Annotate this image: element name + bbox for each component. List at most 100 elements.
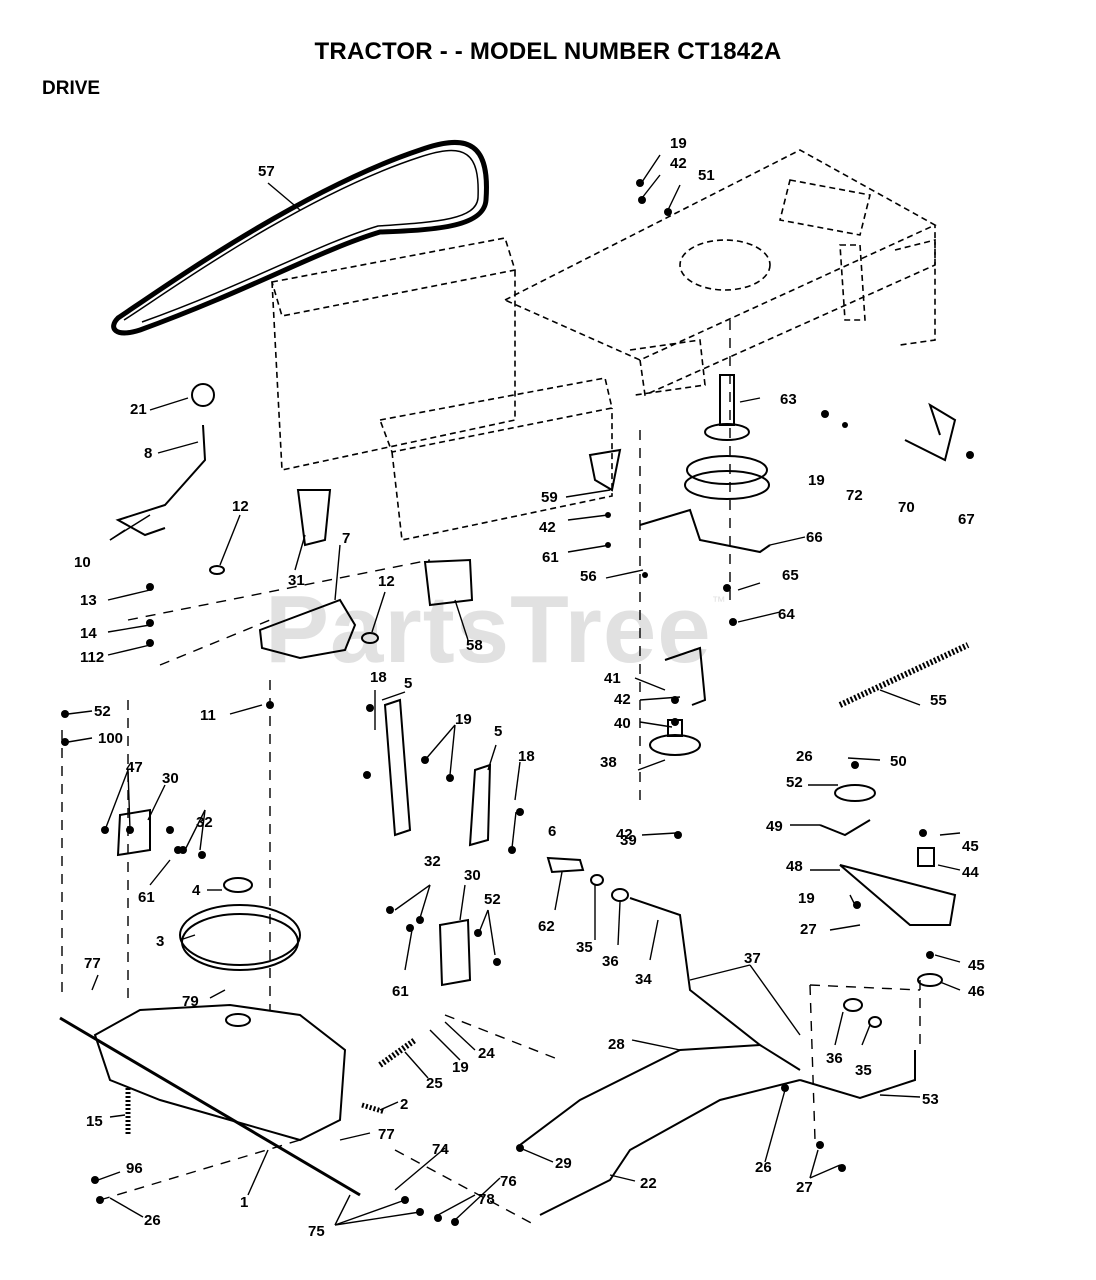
callout-32: 32 [424, 853, 441, 870]
bracket-49 [819, 819, 871, 837]
page-title: TRACTOR - - MODEL NUMBER CT1842A [314, 38, 782, 65]
callout-51: 51 [698, 167, 715, 184]
callout-12: 12 [378, 573, 395, 590]
ring-4 [223, 877, 253, 893]
callout-45: 45 [962, 838, 979, 855]
bracket-5b [468, 763, 492, 847]
callout-42: 42 [616, 826, 633, 843]
callout-61: 61 [138, 889, 155, 906]
callout-72: 72 [846, 487, 863, 504]
callout-50: 50 [890, 753, 907, 770]
callout-19: 19 [798, 890, 815, 907]
rod-70 [904, 402, 957, 462]
callout-46: 46 [968, 983, 985, 1000]
bushing-44 [917, 847, 935, 867]
callout-57: 57 [258, 163, 275, 180]
bracket-5a [383, 698, 412, 837]
callout-76: 76 [500, 1173, 517, 1190]
callout-5: 5 [494, 723, 502, 740]
bracket-59 [588, 448, 622, 492]
callout-27: 27 [800, 921, 817, 938]
callout-22: 22 [640, 1175, 657, 1192]
callout-65: 65 [782, 567, 799, 584]
callout-26: 26 [755, 1159, 772, 1176]
callout-15: 15 [86, 1113, 103, 1130]
callout-96: 96 [126, 1160, 143, 1177]
pulley-3 [179, 904, 301, 966]
callout-41: 41 [604, 670, 621, 687]
washer-12b [361, 632, 379, 644]
rod-28 [519, 1044, 761, 1146]
callout-37: 37 [744, 950, 761, 967]
rod-22 [539, 1079, 801, 1216]
callout-25: 25 [426, 1075, 443, 1092]
parts-tree-watermark: PartsTree™ [265, 575, 727, 685]
callout-48: 48 [786, 858, 803, 875]
bracket-41 [664, 646, 707, 706]
callout-35: 35 [576, 939, 593, 956]
callout-11: 11 [200, 707, 216, 724]
transaxle [93, 1003, 347, 1142]
callout-112: 112 [80, 649, 104, 666]
callout-56: 56 [580, 568, 597, 585]
callout-19: 19 [452, 1059, 469, 1076]
callout-77: 77 [84, 955, 101, 972]
callout-42: 42 [614, 691, 631, 708]
callout-35: 35 [855, 1062, 872, 1079]
callout-36: 36 [602, 953, 619, 970]
callout-42: 42 [539, 519, 556, 536]
callout-18: 18 [370, 669, 387, 686]
callout-53: 53 [922, 1091, 939, 1108]
callout-13: 13 [80, 592, 97, 609]
callout-19: 19 [808, 472, 825, 489]
callout-6: 6 [548, 823, 556, 840]
shift-knob [191, 383, 215, 407]
spring-25 [378, 1037, 417, 1068]
callout-32: 32 [196, 814, 213, 831]
callout-36: 36 [826, 1050, 843, 1067]
callout-52: 52 [786, 774, 803, 791]
callout-18: 18 [518, 748, 535, 765]
callout-4: 4 [192, 882, 201, 899]
spring-55 [838, 642, 970, 708]
watermark-trademark: ™ [711, 593, 727, 609]
pulley-38 [649, 734, 701, 756]
callout-55: 55 [930, 692, 947, 709]
callout-40: 40 [614, 715, 631, 732]
callout-26: 26 [144, 1212, 161, 1229]
callout-19: 19 [455, 711, 472, 728]
callout-61: 61 [542, 549, 559, 566]
shaft-62 [546, 856, 585, 874]
callout-2: 2 [400, 1096, 408, 1113]
drive-belt [111, 139, 489, 336]
pulley-47 [834, 784, 876, 802]
callout-1: 1 [240, 1194, 248, 1211]
callout-52: 52 [94, 703, 111, 720]
callout-47: 47 [126, 759, 143, 776]
callout-38: 38 [600, 754, 617, 771]
lever-bracket [258, 598, 357, 660]
rod-53 [799, 1050, 916, 1100]
callout-66: 66 [806, 529, 823, 546]
shift-lever [115, 424, 207, 537]
callout-42: 42 [670, 155, 687, 172]
guard-58 [423, 558, 474, 607]
plate-31 [296, 489, 332, 547]
callout-52: 52 [484, 891, 501, 908]
callout-70: 70 [898, 499, 915, 516]
callout-39: 39 [620, 832, 637, 849]
watermark-text: PartsTree [265, 576, 712, 683]
callout-74: 74 [432, 1141, 449, 1158]
washer-12a [209, 565, 225, 575]
callout-44: 44 [962, 864, 979, 881]
callout-75: 75 [308, 1223, 325, 1240]
callout-67: 67 [958, 511, 975, 528]
callout-30: 30 [464, 867, 481, 884]
callout-30: 30 [162, 770, 179, 787]
ring-46 [917, 973, 943, 987]
washer-35 [590, 874, 604, 886]
callout-77: 77 [378, 1126, 395, 1143]
callout-34: 34 [635, 971, 652, 988]
callout-8: 8 [144, 445, 152, 462]
